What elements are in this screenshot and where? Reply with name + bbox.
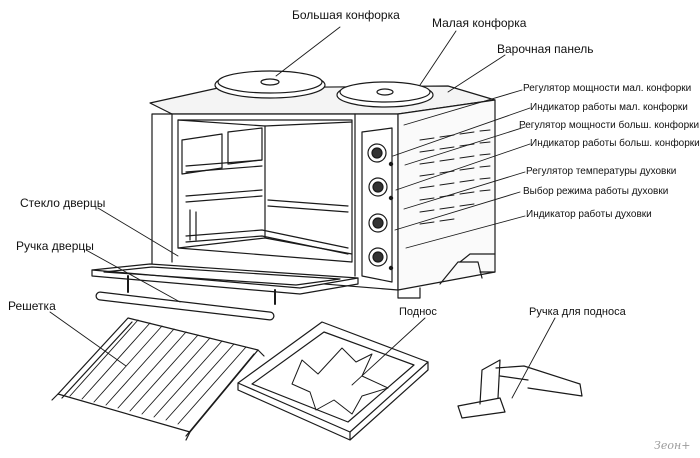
leader-lines — [49, 26, 556, 399]
label-door-glass: Стекло дверцы — [20, 196, 106, 210]
control-panel — [361, 127, 394, 283]
tray-handle-tool — [457, 359, 583, 419]
knob-oven-mode — [368, 247, 394, 271]
label-large-burner-power: Регулятор мощности больш. конфорки — [519, 120, 700, 131]
label-large-burner: Большая конфорка — [292, 8, 400, 22]
label-oven-indicator: Индикатор работы духовки — [526, 209, 652, 220]
small-burner-plate — [336, 81, 434, 108]
label-oven-mode: Выбор режима работы духовки — [523, 186, 669, 197]
knob-large-burner — [368, 177, 394, 201]
label-tray: Поднос — [399, 306, 437, 318]
label-tray-handle: Ручка для подноса — [529, 306, 626, 318]
label-small-burner: Малая конфорка — [432, 16, 527, 30]
label-cooktop: Варочная панель — [497, 42, 594, 56]
wire-rack — [51, 317, 265, 441]
label-small-burner-indicator: Индикатор работы мал. конфорки — [530, 102, 688, 113]
oven-door — [91, 263, 359, 305]
label-rack: Решетка — [8, 299, 56, 313]
door-handle-bar — [95, 291, 275, 321]
knob-oven-temperature — [368, 213, 388, 233]
label-oven-temperature: Регулятор температуры духовки — [526, 166, 677, 177]
label-large-burner-indicator: Индикатор работы больш. конфорки — [530, 138, 700, 149]
baking-tray — [237, 321, 429, 441]
label-small-burner-power: Регулятор мощности мал. конфорки — [523, 83, 692, 94]
large-burner-plate — [214, 70, 326, 99]
watermark: Зеон+ — [654, 439, 691, 452]
knob-small-burner — [367, 143, 394, 167]
oven-cavity — [177, 119, 353, 263]
label-door-handle: Ручка дверцы — [16, 239, 94, 253]
